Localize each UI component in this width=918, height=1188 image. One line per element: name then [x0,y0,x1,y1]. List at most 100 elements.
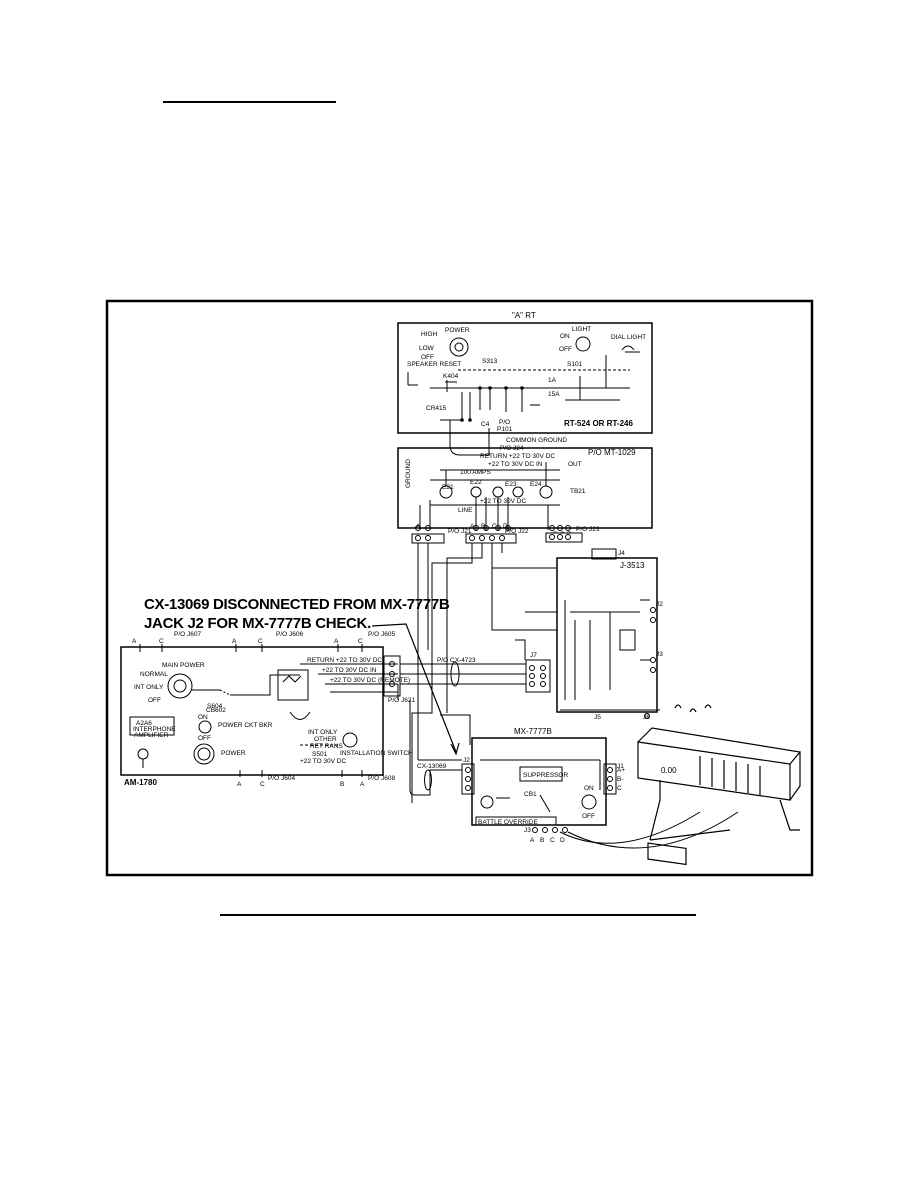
am-pin-a4: A [237,781,242,788]
mt-pin-a: A [416,523,421,530]
mt-22v-label: +22 TO 30V DC [480,498,526,505]
am-off-label: OFF [148,697,161,704]
rt-unit [397,322,653,529]
j3513-j6-label: J6 [643,714,650,721]
callout-arrow [371,623,457,753]
j3513-j4-label: J4 [618,550,625,557]
mx-pin-c: C [550,837,555,844]
mt-line-label: LINE [458,507,473,514]
rt-c4-label: C4 [481,421,490,428]
am-j606-label: P/O J606 [276,631,303,638]
rt-dial-light-label: DIAL LIGHT [611,334,646,341]
am-30v-label: +22 TO 30V DC [300,758,346,765]
rt-dial-lamp [621,345,635,351]
mt-e22-label: E22 [470,479,482,486]
am-remote-label: +22 TO 30V DC (REMOTE) [330,677,410,684]
rt-low-label: LOW [419,345,435,352]
rt-off2-label: OFF [559,346,572,353]
mt-j24-label: P/O J24 [500,445,524,452]
am-j608-label: P/O J608 [368,775,395,782]
rt-speaker-reset-label: SPEAKER RESET [407,361,461,368]
rt-s101-label: S101 [567,361,583,368]
cx13069-label: CX-13069 [417,763,447,770]
mt-e24-label: E24 [530,481,542,488]
mt-j22-label: P/O J22 [505,528,529,535]
mt-j21-label: P/O J21 [448,528,472,535]
mt-unit-outline [397,447,653,529]
rt-power-label: POWER [445,327,470,334]
multimeter [637,704,802,866]
am-pin-c4: C [260,781,265,788]
j3513-j5-label: J5 [594,714,601,721]
mx-off-label: OFF [582,813,595,820]
am-power-lamp [193,743,215,765]
mx-suppressor-label: SUPPRESSOR [523,772,568,779]
rt-model-label: RT-524 OR RT-246 [564,419,633,428]
rt-header-label: "A" RT [512,311,536,320]
am-pin-b5: B [340,781,344,788]
mx-cb1-label: CB1 [524,791,537,798]
mx-b-minus-label: B- [617,776,624,783]
rt-cr415-label: CR415 [426,405,447,412]
mt-amps-label: 100 AMPS [460,469,491,476]
am-cb602-label: CB602 [206,707,226,714]
figure-caption-rule [220,914,696,916]
rt-1a-label: 1A [548,377,557,384]
am-on-label: ON [198,714,208,721]
am-normal-label: NORMAL [140,671,168,678]
rt-k404-label: K404 [443,373,459,380]
rt-s313-label: S313 [482,358,498,365]
am-ret-rans-label: RET RANS [310,743,343,750]
mt-tb21-label: TB21 [570,488,586,495]
mt-title-label: P/O MT-1029 [588,448,636,457]
am-j604-label: P/O J604 [268,775,295,782]
mx-j1-label: J1 [617,763,624,770]
rt-15a-label: 15A [548,391,560,398]
am-j605-label: P/O J605 [368,631,395,638]
am-main-power-label: MAIN POWER [162,662,205,669]
rt-power-switch [449,337,469,357]
am-return-label: RETURN +22 TO 30V DC [307,657,382,664]
rt-light-switch [575,336,591,352]
am-s501-label: S501 [312,751,328,758]
rt-off-label: OFF [421,354,434,361]
rt-light-label: LIGHT [572,326,591,333]
am-s604-label: S604 [207,703,223,710]
am-in-label: +22 TO 30V DC IN [322,667,377,674]
am-pin-a1: A [132,638,137,645]
rt-high-label: HIGH [421,331,438,338]
rt-on-label: ON [560,333,570,340]
am-pin-a5: A [360,781,365,788]
mx-title-label: MX-7777B [514,727,552,736]
am-pin-a2: A [232,638,237,645]
mt-e23-label: E23 [505,481,517,488]
mt-pin-a2: A [470,523,475,530]
mx-pin-d: D [560,837,565,844]
figure-frame [105,299,814,877]
am-off2-label: OFF [198,735,211,742]
j3513-j7-label: J7 [530,652,537,659]
meter-display: 0.00 [661,766,677,775]
am-installation-switch-label: INSTALLATION SWITCH [340,750,413,757]
mx-pin-b: B [540,837,544,844]
am-int-only2-label: INT ONLY [308,729,338,736]
mt-pin-b: B [481,523,485,530]
am-pin-c3: C [358,638,363,645]
mt-ground-label: GROUND [405,459,412,488]
callout-line-2: JACK J2 FOR MX-7777B CHECK. [144,615,371,632]
mt-pin-c: C [492,523,497,530]
j3513-j3-label: J3 [656,651,663,658]
j3513-j2-label: J2 [656,601,663,608]
mx-j2-label: J2 [463,757,470,764]
am-amplifier-label: AMPLIFIER [134,732,169,739]
top-title-rule [163,101,336,103]
am-pin-c1: C [159,638,164,645]
mx-j3-label: J3 [524,827,531,834]
am-pin-c2: C [258,638,263,645]
am-main-power-switch [167,673,193,699]
rt-po-label: P/O [499,419,510,426]
rt-common-ground-label: COMMON GROUND [506,437,567,444]
am-title-label: AM-1780 [124,778,157,787]
rt-p101-label: P101 [497,426,513,433]
